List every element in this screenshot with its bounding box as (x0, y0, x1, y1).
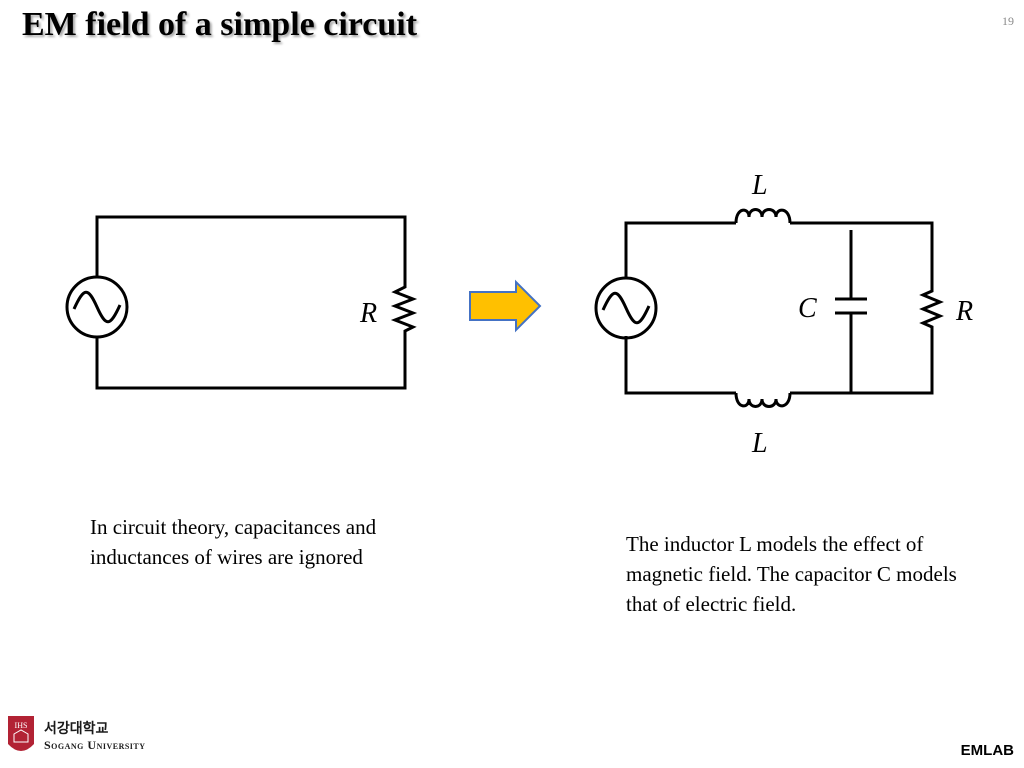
right-ac-source-icon (594, 276, 658, 340)
right-circuit (594, 208, 944, 408)
right-caption: The inductor L models the effect of magn… (626, 532, 957, 616)
left-ac-wave (72, 290, 122, 324)
right-arrow-icon (469, 279, 542, 333)
slide-title: EM field of a simple circuit (22, 6, 418, 43)
right-wire-top-right (790, 221, 934, 286)
right-wire-bottom-right (790, 334, 934, 395)
circuit-diagram: R L L C R (65, 170, 973, 459)
left-wire-top (95, 215, 407, 278)
inductor-top-label: L (751, 170, 768, 201)
university-logo: IHS 서강대학교 Sogang University (6, 714, 166, 760)
university-seal-icon: IHS (8, 716, 34, 751)
logo-korean-name: 서강대학교 (44, 721, 109, 737)
left-caption: In circuit theory, capacitances and indu… (90, 515, 377, 569)
right-wire-bottom-left (624, 336, 736, 395)
right-inductor-top (734, 208, 792, 224)
left-resistor-label: R (359, 298, 377, 329)
page-number: 19 (1002, 14, 1014, 28)
footer-lab-label: EMLAB (960, 742, 1014, 759)
logo-english-name: Sogang University (44, 738, 146, 752)
left-ac-source-icon (65, 275, 129, 339)
right-wire-top-left (624, 221, 736, 278)
left-resistor (390, 264, 418, 346)
svg-text:IHS: IHS (15, 721, 28, 730)
right-inductor-bottom (734, 392, 792, 408)
left-circuit (65, 215, 418, 390)
right-resistor-label: R (955, 296, 973, 327)
capacitor-label: C (798, 293, 817, 324)
right-resistor (919, 286, 944, 334)
inductor-bottom-label: L (751, 428, 768, 459)
right-ac-wave (601, 291, 651, 325)
left-wire-bottom (95, 338, 407, 390)
